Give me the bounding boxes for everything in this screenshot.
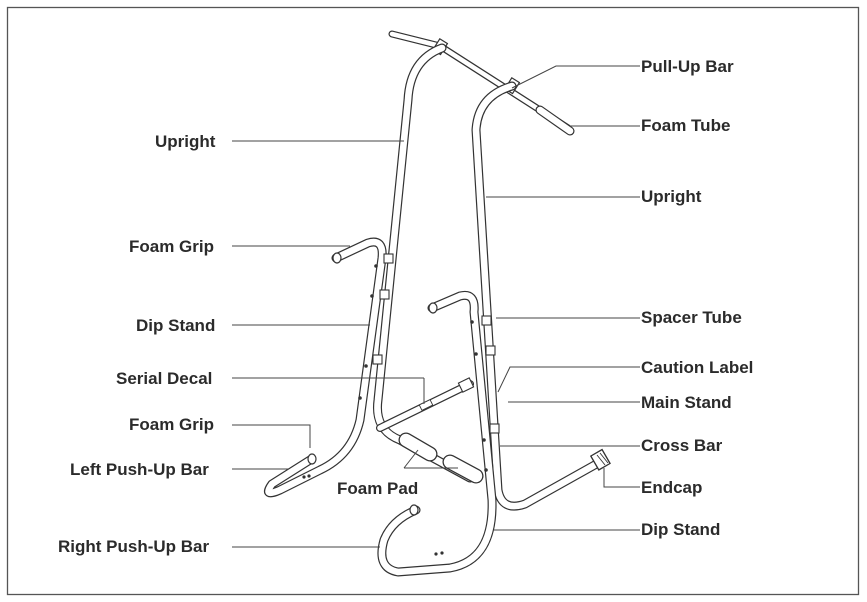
diagram-frame <box>6 6 860 596</box>
label-dip-stand-left: Dip Stand <box>136 316 215 335</box>
label-pull-up-bar: Pull-Up Bar <box>641 57 734 76</box>
label-serial-decal: Serial Decal <box>116 369 212 388</box>
part-labels: Upright Foam Grip Dip Stand Serial Decal… <box>58 57 753 556</box>
right-dip-stand-shape <box>377 290 500 577</box>
label-foam-pad: Foam Pad <box>337 479 418 498</box>
label-dip-stand-right: Dip Stand <box>641 520 720 539</box>
label-upright-right: Upright <box>641 187 702 206</box>
label-foam-tube: Foam Tube <box>641 116 730 135</box>
right-upright-shape <box>471 81 611 511</box>
label-right-push-up-bar: Right Push-Up Bar <box>58 537 209 556</box>
label-main-stand: Main Stand <box>641 393 732 412</box>
label-left-push-up-bar: Left Push-Up Bar <box>70 460 209 479</box>
label-spacer-tube: Spacer Tube <box>641 308 742 327</box>
cross-bar-shape <box>376 377 484 484</box>
label-cross-bar: Cross Bar <box>641 436 723 455</box>
left-upright-shape <box>372 43 475 483</box>
left-dip-stand-shape <box>263 237 394 498</box>
leader-lines <box>232 65 640 548</box>
label-foam-grip-lower: Foam Grip <box>129 415 214 434</box>
label-upright-left: Upright <box>155 132 216 151</box>
label-caution-label: Caution Label <box>641 358 753 377</box>
power-tower-illustration <box>263 30 611 577</box>
label-foam-grip-upper: Foam Grip <box>129 237 214 256</box>
label-endcap: Endcap <box>641 478 702 497</box>
